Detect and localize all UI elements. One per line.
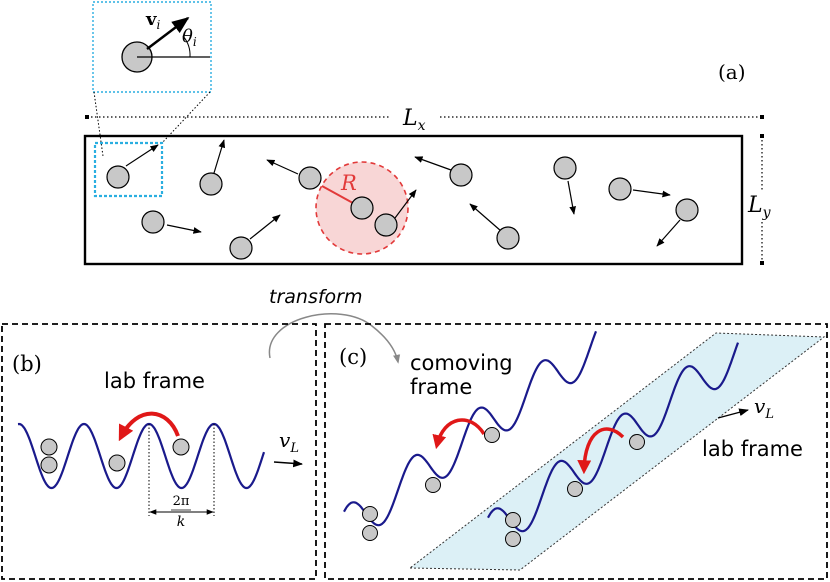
panel-b: (b) lab frame 2π k vL: [1, 323, 317, 580]
ly-label: Ly: [747, 193, 772, 221]
particles: [106, 139, 699, 260]
particle: [106, 165, 130, 189]
velocity-arrow: [213, 139, 226, 174]
panel-c-velocity-label: vL: [754, 394, 774, 422]
inset-velocity-label: vi: [145, 9, 160, 32]
particle: [505, 531, 521, 547]
particle: [425, 477, 441, 493]
velocity-arrow: [656, 219, 681, 247]
velocity-arrow: [469, 203, 502, 232]
lab-velocity-arrow: [273, 459, 303, 468]
panel-c-frame: [324, 323, 828, 580]
ly-end-bottom: [760, 261, 764, 265]
hop-arrow: [118, 411, 180, 442]
panel-c: (c) comoving frame vL lab frame: [324, 323, 828, 580]
velocity-arrow: [125, 144, 159, 167]
panel-b-title: lab frame: [104, 369, 205, 393]
particle: [553, 156, 577, 180]
particle: [350, 196, 374, 220]
velocity-arrow: [266, 159, 299, 175]
panel-b-tag: (b): [12, 352, 42, 376]
simulation-box: [83, 134, 744, 266]
comoving-hop-arrow: [432, 418, 486, 450]
inset-connector-left: [93, 91, 104, 157]
transform-arrow: [268, 313, 401, 364]
particle: [496, 226, 520, 250]
panel-a: vi θi Lx Ly (a) R: [83, 1, 772, 266]
particle: [362, 525, 378, 541]
velocity-arrow: [414, 156, 452, 171]
lab-velocity-arrow-tilted: [717, 408, 749, 419]
inset-marker: [93, 141, 164, 198]
particle: [449, 163, 473, 187]
velocity-arrow: [166, 224, 202, 234]
lab-frame-parallelogram: [408, 332, 826, 571]
particle: [141, 210, 165, 234]
velocity-arrow: [394, 189, 417, 219]
transform-label: transform: [269, 286, 362, 308]
panel-c-lab-frame-label: lab frame: [702, 437, 803, 461]
inset-angle-label: θi: [182, 26, 197, 49]
particle: [199, 172, 223, 196]
lx-end-left: [85, 115, 89, 119]
ly-end-top: [760, 134, 764, 138]
period-denominator: k: [177, 514, 185, 530]
panel-c-tag: (c): [339, 345, 367, 369]
velocity-arrow: [567, 180, 576, 215]
particle: [505, 512, 521, 528]
inset-connector-right: [161, 91, 211, 144]
inset-velocity-arrow: [146, 16, 190, 50]
transform-annotation: transform: [268, 286, 401, 364]
particle: [40, 438, 58, 456]
particle: [567, 481, 583, 497]
particle: [484, 427, 500, 443]
comoving-title-line1: comoving: [410, 351, 513, 375]
particle: [629, 434, 645, 450]
particle: [298, 166, 322, 190]
particle: [229, 236, 253, 260]
particle: [608, 177, 632, 201]
radius-label: R: [340, 171, 357, 195]
panel-b-velocity-label: vL: [279, 428, 299, 456]
panel-b-frame: [1, 323, 317, 580]
comoving-title-line2: frame: [410, 375, 472, 399]
velocity-arrow: [249, 214, 281, 240]
velocity-arrow: [632, 189, 671, 198]
particle: [374, 213, 398, 237]
particle: [675, 198, 699, 222]
lx-label: Lx: [402, 106, 426, 134]
lx-end-right: [760, 115, 764, 119]
inset-angle-arc: [182, 35, 191, 58]
particle: [108, 454, 126, 472]
panel-a-tag: (a): [718, 60, 746, 84]
particle: [172, 438, 190, 456]
particle: [362, 506, 378, 522]
lab-frame-potential-wave: [17, 422, 266, 490]
lab-hop-arrow: [577, 427, 625, 475]
particle: [40, 456, 58, 474]
period-numerator: 2π: [173, 494, 190, 509]
